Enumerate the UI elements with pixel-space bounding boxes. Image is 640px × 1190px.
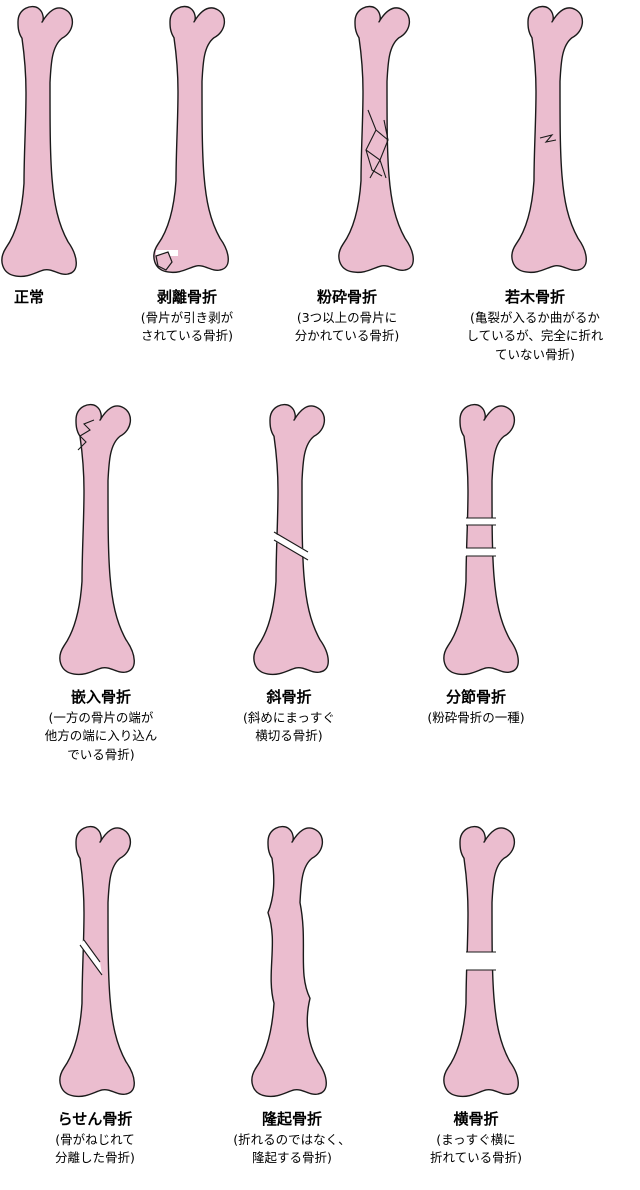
bone-impacted bbox=[59, 403, 135, 676]
caption-desc: 分かれている骨折) bbox=[294, 328, 400, 344]
fracture-gap bbox=[460, 518, 500, 525]
caption-greenstick: 若木骨折 (亀裂が入るか曲がるか しているが、完全に折れ ていない骨折) bbox=[440, 288, 630, 363]
caption-desc: しているが、完全に折れ bbox=[466, 328, 604, 344]
caption-desc: 折れている骨折) bbox=[429, 1150, 522, 1166]
fracture-line bbox=[466, 951, 496, 971]
bone-normal bbox=[1, 5, 77, 278]
caption-comminuted: 粉砕骨折 (3つ以上の骨片に 分かれている骨折) bbox=[272, 288, 422, 345]
caption-desc: ていない骨折) bbox=[495, 346, 575, 362]
caption-title: らせん骨折 bbox=[57, 1110, 133, 1128]
bone-outline bbox=[253, 403, 329, 676]
caption-title: 剥離骨折 bbox=[156, 288, 217, 306]
bone-avulsion bbox=[153, 5, 229, 274]
caption-buckle: 隆起骨折 (折れるのではなく、 隆起する骨折) bbox=[212, 1110, 372, 1167]
caption-desc: (斜めにまっすぐ bbox=[243, 709, 335, 725]
caption-avulsion: 剥離骨折 (骨片が引き剥が されている骨折) bbox=[112, 288, 262, 345]
fracture-line bbox=[77, 419, 95, 451]
bone-fragment bbox=[155, 251, 173, 271]
caption-desc: (折れるのではなく、 bbox=[233, 1131, 351, 1147]
caption-oblique: 斜骨折 (斜めにまっすぐ 横切る骨折) bbox=[214, 688, 364, 745]
fracture-gap bbox=[80, 940, 102, 975]
bone-segmental bbox=[443, 403, 519, 676]
caption-title: 分節骨折 bbox=[445, 688, 506, 706]
caption-desc: (一方の骨片の端が bbox=[48, 709, 154, 725]
fracture-line bbox=[466, 517, 496, 557]
caption-desc: (まっすぐ横に bbox=[436, 1131, 516, 1147]
caption-title: 粉砕骨折 bbox=[316, 288, 377, 306]
caption-title: 隆起骨折 bbox=[261, 1110, 322, 1128]
fracture-line bbox=[79, 939, 103, 976]
fracture-line bbox=[365, 109, 389, 179]
caption-impacted: 嵌入骨折 (一方の骨片の端が 他方の端に入り込ん でいる骨折) bbox=[16, 688, 186, 763]
bone-transverse bbox=[443, 825, 519, 1098]
caption-desc: (亀裂が入るか曲がるか bbox=[470, 309, 600, 325]
caption-normal: 正常 bbox=[14, 288, 44, 308]
bone-outline bbox=[1, 5, 77, 278]
caption-title: 若木骨折 bbox=[504, 288, 565, 306]
caption-desc: でいる骨折) bbox=[67, 746, 135, 762]
caption-segmental: 分節骨折 (粉砕骨折の一種) bbox=[396, 688, 556, 726]
caption-desc: (骨片が引き剥が bbox=[140, 309, 234, 325]
bone-greenstick bbox=[511, 5, 587, 274]
bone-buckle bbox=[251, 825, 327, 1098]
bone-outline bbox=[59, 403, 135, 676]
caption-desc: (骨がねじれて bbox=[55, 1131, 135, 1147]
bone-outline bbox=[153, 5, 229, 274]
bone-oblique bbox=[253, 403, 329, 676]
bone-comminuted bbox=[338, 5, 414, 274]
caption-desc: (粉砕骨折の一種) bbox=[427, 709, 525, 725]
caption-spiral: らせん骨折 (骨がねじれて 分離した骨折) bbox=[20, 1110, 170, 1167]
caption-desc: 他方の端に入り込ん bbox=[44, 728, 158, 744]
fracture-line bbox=[273, 531, 309, 561]
bone-outline bbox=[443, 403, 519, 676]
caption-title: 正常 bbox=[14, 288, 45, 306]
caption-title: 横骨折 bbox=[453, 1110, 499, 1128]
caption-desc: (3つ以上の骨片に bbox=[296, 309, 398, 325]
caption-desc: 分離した骨折) bbox=[55, 1150, 135, 1166]
caption-title: 斜骨折 bbox=[266, 688, 312, 706]
bone-outline bbox=[338, 5, 414, 274]
caption-title: 嵌入骨折 bbox=[70, 688, 131, 706]
caption-desc: 隆起する骨折) bbox=[252, 1150, 332, 1166]
caption-transverse: 横骨折 (まっすぐ横に 折れている骨折) bbox=[396, 1110, 556, 1167]
fracture-gap bbox=[460, 548, 500, 556]
bone-outline bbox=[251, 825, 327, 1098]
fracture-gap bbox=[460, 952, 500, 970]
caption-desc: 横切る骨折) bbox=[255, 728, 323, 744]
bone-outline bbox=[511, 5, 587, 274]
fracture-line bbox=[539, 134, 557, 143]
bone-spiral bbox=[59, 825, 135, 1098]
fracture-gap bbox=[272, 532, 310, 560]
caption-desc: されている骨折) bbox=[140, 328, 233, 344]
